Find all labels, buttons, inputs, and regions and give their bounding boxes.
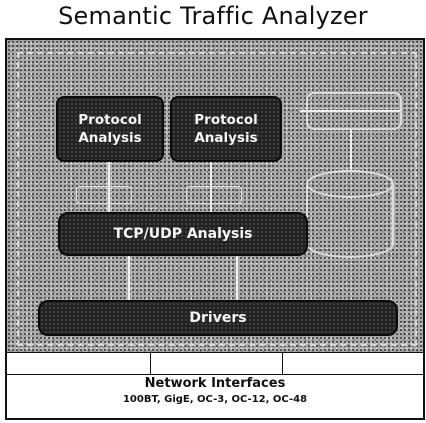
protocol-analysis-right-line1: Protocol: [194, 112, 258, 128]
protocol-analysis-box-right: Protocol Analysis: [170, 96, 282, 162]
faint-tag-right: [186, 186, 242, 204]
tcp-udp-analysis-box: TCP/UDP Analysis: [58, 212, 308, 256]
diagram-title: Semantic Traffic Analyzer: [58, 2, 368, 30]
table-divider: [7, 374, 423, 375]
table-col-divider-2: [282, 352, 283, 374]
database-cylinder-top: [306, 170, 394, 198]
drivers-label: Drivers: [189, 310, 247, 326]
network-interfaces-title: Network Interfaces: [144, 376, 286, 391]
connector-tcp-to-drivers-2: [236, 256, 238, 300]
protocol-analysis-left-line1: Protocol: [78, 112, 142, 128]
protocol-analysis-box-left: Protocol Analysis: [56, 96, 164, 162]
network-interfaces-table: [7, 352, 423, 420]
table-top-line: [7, 352, 423, 353]
drivers-box: Drivers: [38, 300, 398, 336]
faint-module-box: [306, 92, 402, 130]
faint-tag-left: [76, 186, 132, 204]
protocol-analysis-right-line2: Analysis: [194, 130, 258, 146]
network-interfaces-subtitle: 100BT, GigE, OC-3, OC-12, OC-48: [122, 394, 308, 405]
table-col-divider-1: [150, 352, 151, 374]
connector-right-to-store: [300, 110, 400, 112]
connector-to-cylinder: [350, 130, 352, 170]
analyzer-inner-boundary: [17, 52, 417, 346]
tcp-udp-analysis-label: TCP/UDP Analysis: [113, 226, 253, 242]
protocol-analysis-left-line2: Analysis: [78, 130, 142, 146]
connector-tcp-to-drivers: [128, 256, 130, 300]
